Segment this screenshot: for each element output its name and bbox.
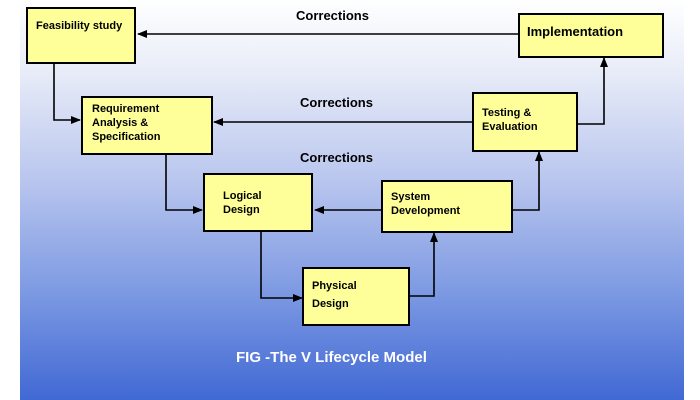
flow-testing-to-implementation [578, 57, 608, 125]
flow-system-to-testing [513, 151, 543, 211]
flow-logical-to-physical [260, 232, 303, 302]
stage-label: System Development [391, 191, 461, 217]
stage-feasibility-study: Feasibility study [26, 7, 136, 64]
stage-label: Implementation [527, 24, 624, 39]
stage-label: Testing & Evaluation [482, 107, 538, 133]
stage-label: Logical Design [223, 190, 262, 216]
stage-implementation: Implementation [518, 13, 664, 58]
corrections-label-top: Corrections [296, 8, 369, 23]
stage-label: Feasibility study [36, 20, 123, 32]
flow-feasibility-to-requirement [53, 64, 81, 124]
stage-label: Physical Design [312, 280, 357, 310]
flow-requirement-to-logical [165, 155, 203, 214]
diagram-background [20, 0, 684, 400]
stage-logical-design: Logical Design [203, 173, 313, 232]
stage-system-development: System Development [381, 180, 513, 233]
figure-caption: FIG -The V Lifecycle Model [236, 349, 427, 366]
stage-testing-evaluation: Testing & Evaluation [472, 92, 578, 152]
corrections-label-middle: Corrections [300, 95, 373, 110]
corrections-label-bottom: Corrections [300, 150, 373, 165]
flow-physical-to-system [410, 232, 438, 297]
stage-physical-design: Physical Design [302, 267, 410, 326]
stage-requirement-analysis: Requirement Analysis & Specification [81, 96, 213, 155]
stage-label: Requirement Analysis & Specification [92, 103, 161, 143]
